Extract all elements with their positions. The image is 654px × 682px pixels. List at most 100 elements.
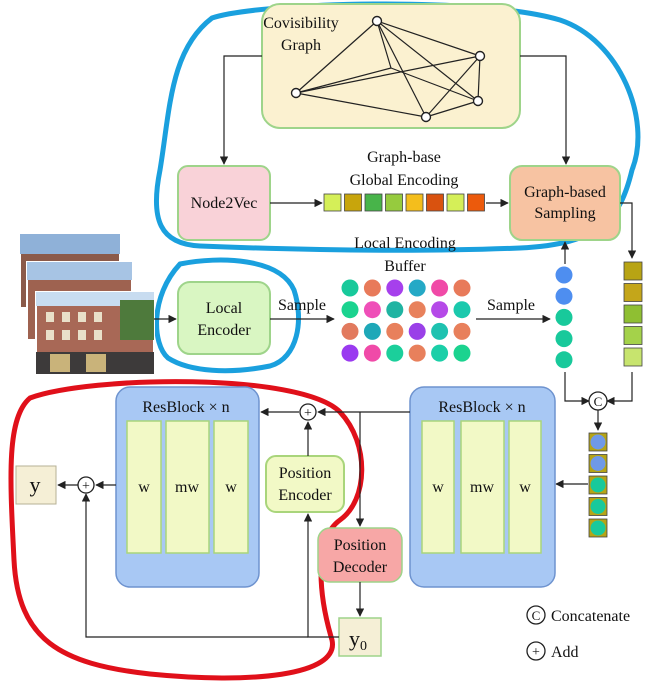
buffer-code-dot bbox=[363, 344, 381, 362]
buffer-code-dot bbox=[431, 322, 449, 340]
buffer-title-line2: Buffer bbox=[384, 258, 426, 275]
concat-code-dot bbox=[590, 456, 606, 471]
buffer-code-dot bbox=[453, 301, 471, 319]
concat-code-dot bbox=[590, 520, 606, 536]
global-code-cell bbox=[364, 193, 383, 212]
graph-sampling-label-line2: Sampling bbox=[534, 205, 595, 222]
resblock-left-w2 bbox=[213, 420, 249, 554]
arrow-y0-to-final-add bbox=[81, 493, 308, 638]
local-encoder-label-line2: Encoder bbox=[197, 322, 251, 339]
output-y-box bbox=[15, 465, 57, 505]
graph-nodes bbox=[290, 15, 486, 123]
resblock-right-w1-label: w bbox=[432, 479, 444, 496]
sampled-global-code-cell bbox=[623, 347, 643, 367]
position-encoder-label-line1: Position bbox=[279, 465, 331, 482]
resblock-left-w1-label: w bbox=[138, 479, 150, 496]
resblock-right-title: ResBlock × n bbox=[438, 399, 525, 416]
red-annotation bbox=[8, 379, 365, 681]
local-encoding-buffer bbox=[341, 279, 471, 362]
global-code-cell bbox=[405, 193, 424, 212]
position-decoder-label-line2: Decoder bbox=[333, 559, 388, 576]
sampled-local-codes bbox=[555, 266, 573, 369]
concat-code-dot bbox=[590, 477, 606, 493]
graph-sampling-label-line1: Graph-based bbox=[524, 184, 606, 201]
graph-edges bbox=[295, 20, 481, 118]
arrow-graph-to-node2vec bbox=[219, 55, 262, 165]
buffer-code-dot bbox=[408, 279, 426, 297]
global-encoding-title-line1: Graph-base bbox=[367, 149, 441, 166]
legend-concatenate-symbol bbox=[526, 605, 546, 625]
arrow-graph-to-sampling bbox=[520, 55, 571, 165]
input-images bbox=[19, 233, 155, 375]
buffer-code-dot bbox=[408, 322, 426, 340]
buffer-code-dot bbox=[408, 301, 426, 319]
blue-annotation-local bbox=[154, 257, 302, 374]
legend-add-symbol-glyph: + bbox=[532, 645, 540, 660]
sampled-global-code-cell bbox=[623, 326, 643, 345]
global-code-cell bbox=[467, 193, 485, 212]
buffer-code-dot bbox=[341, 301, 359, 319]
resblock-right-w2-label: w bbox=[519, 479, 531, 496]
local-encoder-label-line1: Local bbox=[206, 300, 243, 317]
buffer-code-dot bbox=[431, 279, 449, 297]
legend-concatenate-label: Concatenate bbox=[551, 608, 630, 625]
buffer-code-dot bbox=[363, 301, 381, 319]
buffer-code-dot bbox=[386, 301, 404, 319]
position-encoder-label-line2: Encoder bbox=[278, 487, 332, 504]
covisibility-graph-title-line2: Graph bbox=[281, 37, 321, 54]
buffer-code-dot bbox=[431, 301, 449, 319]
buffer-code-dot bbox=[453, 279, 471, 297]
legend-add-symbol bbox=[526, 641, 546, 661]
sample-right-label: Sample bbox=[487, 297, 535, 314]
global-code-cell bbox=[446, 193, 465, 212]
global-code-cell bbox=[426, 193, 444, 212]
global-encoding-title-line2: Global Encoding bbox=[350, 172, 459, 189]
output-y0-subscript: 0 bbox=[360, 639, 367, 654]
concat-code-dot bbox=[590, 434, 606, 450]
arrow-global-stack-to-concat bbox=[606, 372, 633, 406]
buffer-code-dot bbox=[363, 279, 381, 297]
resblock-right-w2 bbox=[508, 420, 542, 554]
resblock-right-mw-label: mw bbox=[470, 479, 494, 496]
buffer-code-dot bbox=[453, 344, 471, 362]
add-node-top-symbol: + bbox=[304, 406, 312, 421]
covisibility-graph-title-line1: Covisibility bbox=[263, 15, 339, 32]
buffer-code-dot bbox=[386, 344, 404, 362]
resblock-right-mw bbox=[460, 420, 505, 554]
output-y0-label: y0 bbox=[349, 626, 367, 654]
buffer-code-dot bbox=[341, 279, 359, 297]
concat-code-dot bbox=[590, 499, 606, 514]
concatenate-node-symbol: C bbox=[594, 394, 603, 409]
resblock-left-mw-label: mw bbox=[175, 479, 199, 496]
resblock-left-w1 bbox=[126, 420, 162, 554]
global-code-cell bbox=[385, 193, 403, 212]
buffer-code-dot bbox=[341, 344, 359, 362]
buffer-title-line1: Local Encoding bbox=[354, 235, 456, 252]
buffer-code-dot bbox=[341, 322, 359, 340]
buffer-code-dot bbox=[431, 344, 449, 362]
resblock-left-mw bbox=[165, 420, 210, 554]
local-encoder-box bbox=[177, 281, 271, 355]
output-y0-box bbox=[338, 617, 382, 657]
sampled-global-code-cell bbox=[623, 304, 643, 324]
position-encoder-box bbox=[265, 455, 345, 513]
add-node-top bbox=[299, 403, 317, 421]
global-code-cell bbox=[323, 193, 342, 212]
arrow-sampled-to-concat bbox=[564, 372, 590, 406]
sampled-global-code-cell bbox=[623, 261, 643, 281]
resblock-right-w1 bbox=[421, 420, 455, 554]
add-node-final-symbol: + bbox=[82, 479, 90, 494]
legend-concatenate-symbol-letter: C bbox=[532, 608, 541, 623]
position-decoder-label-line1: Position bbox=[334, 537, 386, 554]
sampled-global-codes bbox=[623, 261, 643, 367]
buffer-code-dot bbox=[386, 322, 404, 340]
buffer-code-dot bbox=[408, 344, 426, 362]
sampled-code-dot bbox=[555, 351, 573, 369]
sampled-code-dot bbox=[555, 287, 573, 305]
buffer-code-dot bbox=[453, 322, 471, 340]
sample-left-label: Sample bbox=[278, 297, 326, 314]
sampled-global-code-cell bbox=[623, 283, 643, 302]
resblock-left-title: ResBlock × n bbox=[142, 399, 229, 416]
output-y-label: y bbox=[30, 472, 41, 497]
global-code-cell bbox=[344, 193, 362, 212]
